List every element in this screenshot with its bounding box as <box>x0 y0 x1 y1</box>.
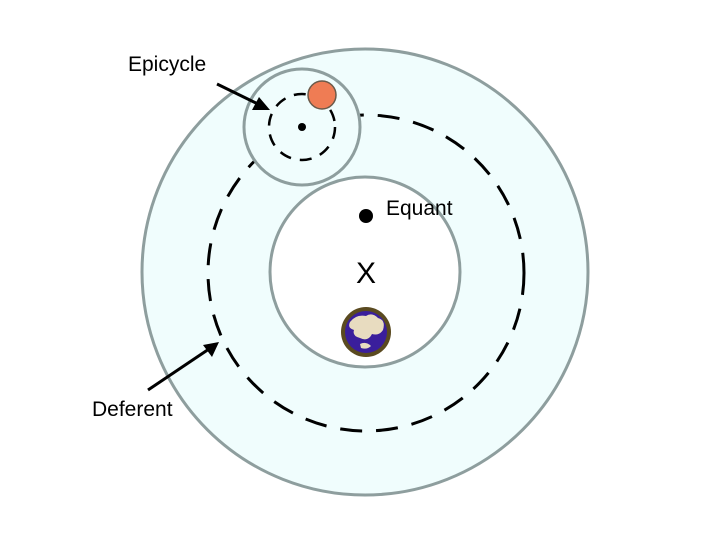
epicycle-label: Epicycle <box>128 53 207 76</box>
deferent-arrow <box>147 342 219 392</box>
equant-label: Equant <box>386 197 453 220</box>
deferent-orbit <box>206 113 526 433</box>
earth-globe-icon <box>341 307 391 357</box>
equant-dot <box>359 209 373 223</box>
planet-dot-icon <box>307 80 337 110</box>
epicycle-orbit <box>267 92 337 162</box>
center-x-marker: X <box>356 257 376 290</box>
epicycle-center-dot <box>298 123 306 131</box>
deferent-label: Deferent <box>92 398 173 421</box>
inner-sphere <box>268 175 462 369</box>
epicycle-arrow <box>216 82 270 110</box>
